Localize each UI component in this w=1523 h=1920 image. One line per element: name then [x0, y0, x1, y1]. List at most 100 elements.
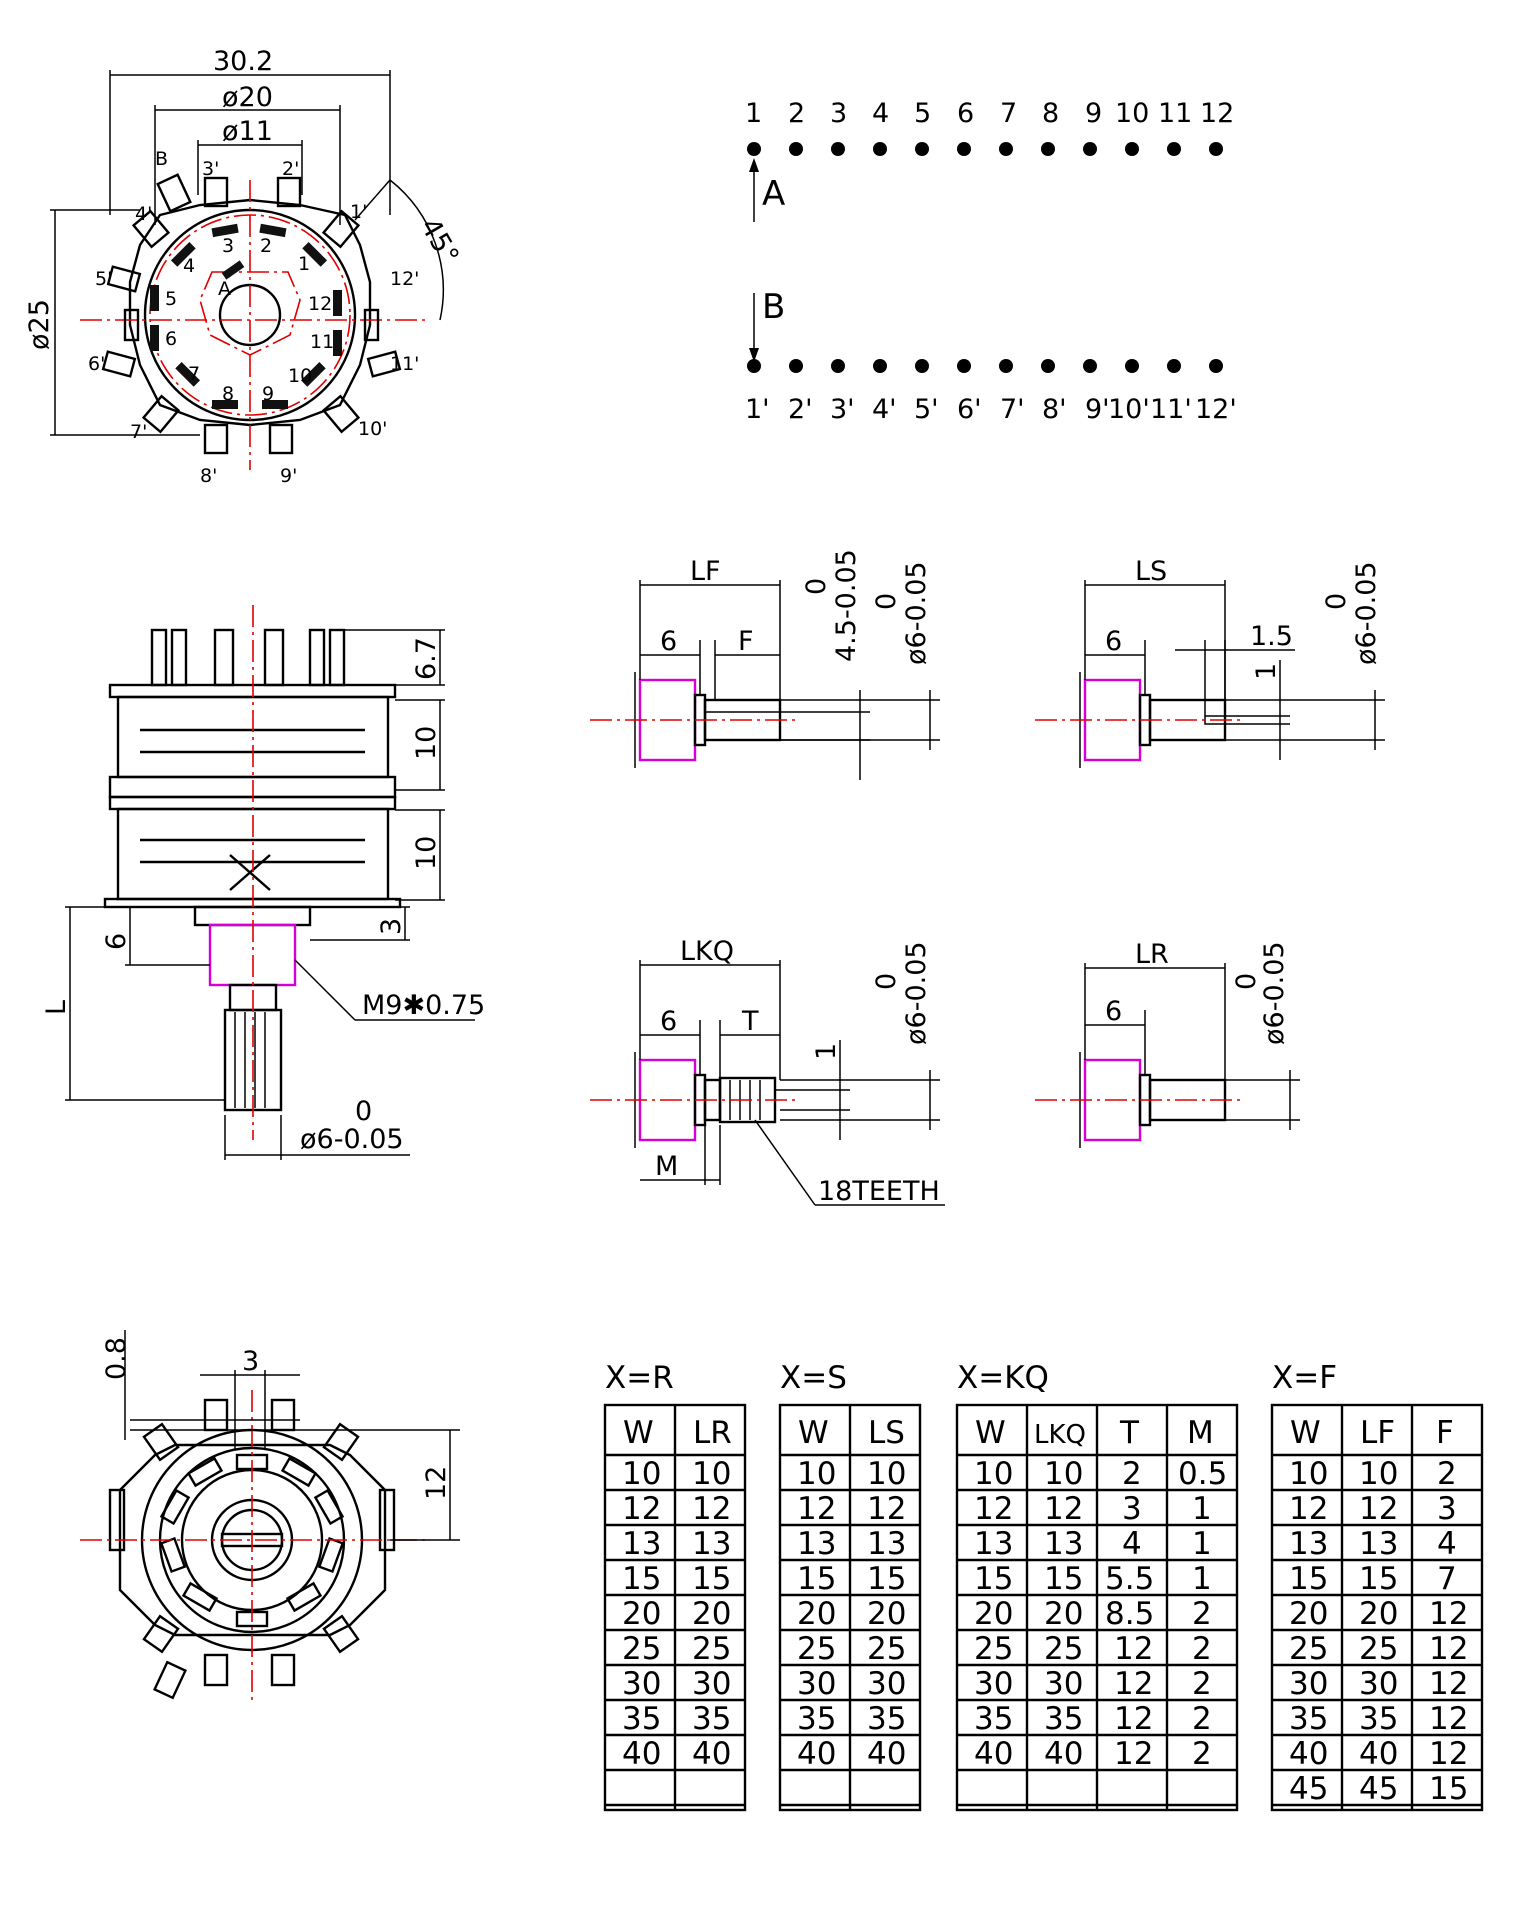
table-cell: 12	[1429, 1701, 1468, 1737]
shaft-kq-view: LKQ 6 T 1 M 18TEETH 0 ø6-0.05	[590, 936, 945, 1207]
dim-ring-dia: ø20	[222, 82, 273, 113]
top-num: 7	[1000, 98, 1017, 129]
contact-dot	[873, 142, 887, 156]
table-cell: 12	[1044, 1491, 1083, 1527]
pin-6: 6	[165, 328, 177, 350]
table-header: LKQ	[1034, 1420, 1086, 1450]
dim-tol: 0	[1321, 593, 1352, 610]
table-cell: 25	[974, 1631, 1013, 1667]
table-cell: 40	[622, 1736, 661, 1772]
table-cell: 10	[1044, 1456, 1083, 1492]
table-cell: 13	[867, 1526, 906, 1562]
terminals	[150, 628, 346, 687]
table-cell: 2	[1122, 1456, 1142, 1492]
table-header: W	[975, 1415, 1006, 1451]
dim-deck2: 10	[411, 836, 442, 870]
table-cell: 30	[797, 1666, 836, 1702]
dim-lkq: LKQ	[680, 936, 734, 967]
table-cell: 15	[1044, 1561, 1083, 1597]
pin-7p: 7'	[130, 421, 147, 443]
table-cell: 10	[867, 1456, 906, 1492]
bottom-num: 1'	[745, 394, 770, 425]
contact-dot	[1083, 359, 1097, 373]
bottom-num: 6'	[957, 394, 982, 425]
table-cell: 3	[1122, 1491, 1142, 1527]
contact-dot	[1083, 142, 1097, 156]
table-cell: 25	[1289, 1631, 1328, 1667]
shaft-f-view: LF 6 F 0 4.5-0.05 0 ø6-0.05	[590, 549, 940, 780]
dim-f: F	[738, 626, 754, 657]
spec-tables: X=R W LR 10 10 12 12 13 13 15 15 20 20 2…	[603, 1360, 1484, 1812]
bottom-view: 0.8 3 12	[80, 1330, 460, 1700]
table-cell: 20	[1359, 1596, 1398, 1632]
top-num: 9	[1085, 98, 1102, 129]
table-cell: 30	[974, 1666, 1013, 1702]
table-cell: 30	[1044, 1666, 1083, 1702]
pin-5: 5	[165, 288, 177, 310]
dim-one: 1	[1251, 663, 1282, 680]
table-cell: 15	[1429, 1771, 1468, 1807]
table-cell: 40	[867, 1736, 906, 1772]
contact-dot	[789, 142, 803, 156]
table-cell: 15	[692, 1561, 731, 1597]
pin-a: A	[218, 278, 231, 300]
table-cell: 12	[1114, 1666, 1153, 1702]
table-cell: 30	[692, 1666, 731, 1702]
pin-7: 7	[188, 363, 200, 385]
table-header: M	[1187, 1415, 1214, 1451]
dim-width: 3	[242, 1346, 259, 1377]
table-header: LF	[1360, 1415, 1395, 1451]
dim-teeth: 18TEETH	[818, 1176, 940, 1207]
contact-dot	[747, 142, 761, 156]
top-view: 30.2 ø20 ø11 ø25 45° 1 2 3 4 5 6 7 8 9 1…	[24, 46, 465, 487]
dim-body-dia: ø25	[24, 299, 55, 350]
pin-8: 8	[222, 383, 234, 405]
table-cell: 20	[974, 1596, 1013, 1632]
pin-8p: 8'	[200, 465, 217, 487]
table-cell: 4	[1437, 1526, 1457, 1562]
dim-dia: ø6-0.05	[901, 941, 932, 1045]
table-cell: 1	[1192, 1526, 1212, 1562]
pin-1p: 1'	[350, 201, 367, 223]
table-cell: 10	[692, 1456, 731, 1492]
table-cell: 20	[1289, 1596, 1328, 1632]
table-cell: 13	[974, 1526, 1013, 1562]
table-cell: 12	[867, 1491, 906, 1527]
table-cell: 35	[622, 1701, 661, 1737]
table-cell: 30	[867, 1666, 906, 1702]
table-cell: 10	[622, 1456, 661, 1492]
dim-ls: LS	[1135, 556, 1167, 587]
contact-dot	[1167, 142, 1181, 156]
table-cell: 10	[974, 1456, 1013, 1492]
table-cell: 15	[867, 1561, 906, 1597]
top-num: 3	[830, 98, 847, 129]
contact-dot	[831, 142, 845, 156]
table-header: W	[1290, 1415, 1321, 1451]
top-num: 5	[914, 98, 931, 129]
dim-tol: 0	[355, 1096, 372, 1127]
label-a: A	[762, 174, 785, 214]
bottom-num: 4'	[872, 394, 897, 425]
contact-dot	[1125, 142, 1139, 156]
table-cell: 25	[1359, 1631, 1398, 1667]
table-cell: 30	[1359, 1666, 1398, 1702]
bottom-num: 8'	[1042, 394, 1067, 425]
dim-gap: 0.8	[101, 1337, 132, 1380]
table-x-f: X=F W LF F 10 10 2 12 12 3 13 13 4 15 15…	[1270, 1360, 1484, 1812]
table-cell: 2	[1192, 1666, 1212, 1702]
pin-6p: 6'	[88, 353, 105, 375]
table-cell: 13	[1359, 1526, 1398, 1562]
pin-11: 11	[310, 331, 334, 353]
contact-dot	[1041, 142, 1055, 156]
table-cell: 25	[692, 1631, 731, 1667]
table-cell: 10	[1359, 1456, 1398, 1492]
table-header: F	[1436, 1415, 1454, 1451]
contact-dot	[873, 359, 887, 373]
contact-dot	[957, 142, 971, 156]
table-cell: 12	[974, 1491, 1013, 1527]
top-num: 11	[1158, 98, 1192, 129]
dim-inner-dia: ø11	[222, 116, 273, 147]
dim-lf: LF	[690, 556, 721, 587]
pin-4: 4	[183, 255, 195, 277]
outer-pin-labels: 1' 2' 3' 4' 5' 6' 7' 8' 9' 10' 11' 12' B	[88, 148, 419, 487]
